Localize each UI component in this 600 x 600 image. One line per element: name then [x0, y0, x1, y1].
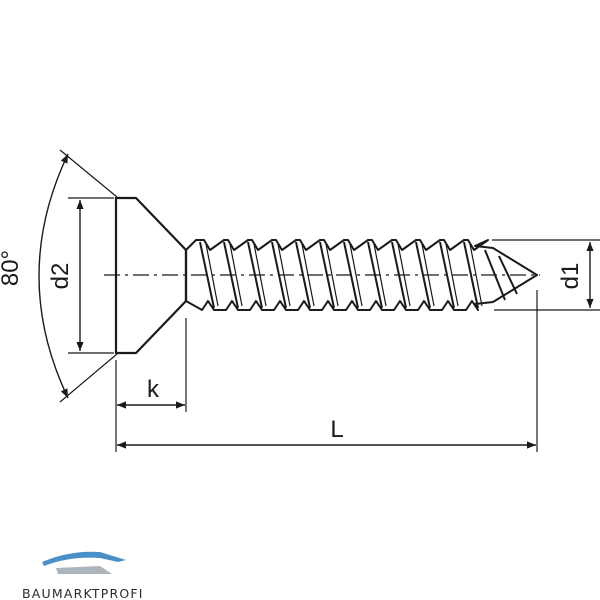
d1-dimension — [492, 239, 600, 311]
thread-helix-line — [439, 241, 455, 309]
angle-dimension — [38, 149, 118, 403]
thread-helix-inner-line — [469, 243, 483, 307]
angle-label: 80° — [0, 250, 24, 286]
brand-swoosh — [42, 551, 126, 566]
brand-logo: BAUMARKTPROFI — [22, 551, 144, 600]
length-dimension — [115, 290, 538, 452]
thread-helix-inner-line — [349, 243, 363, 307]
brand-name: BAUMARKTPROFI — [22, 586, 144, 600]
thread-helix-line — [463, 241, 479, 309]
d2-label: d2 — [47, 263, 74, 290]
k-dimension — [115, 318, 187, 412]
d1-label: d1 — [557, 263, 584, 290]
d2-dimension — [68, 197, 114, 354]
thread-helix-line — [295, 241, 311, 309]
k-label: k — [147, 376, 160, 403]
thread-helix-inner-line — [229, 243, 243, 307]
thread-helix-inner-line — [325, 243, 339, 307]
thread-helix-line — [319, 241, 335, 309]
length-label: L — [330, 416, 343, 443]
thread-outline — [185, 239, 538, 311]
